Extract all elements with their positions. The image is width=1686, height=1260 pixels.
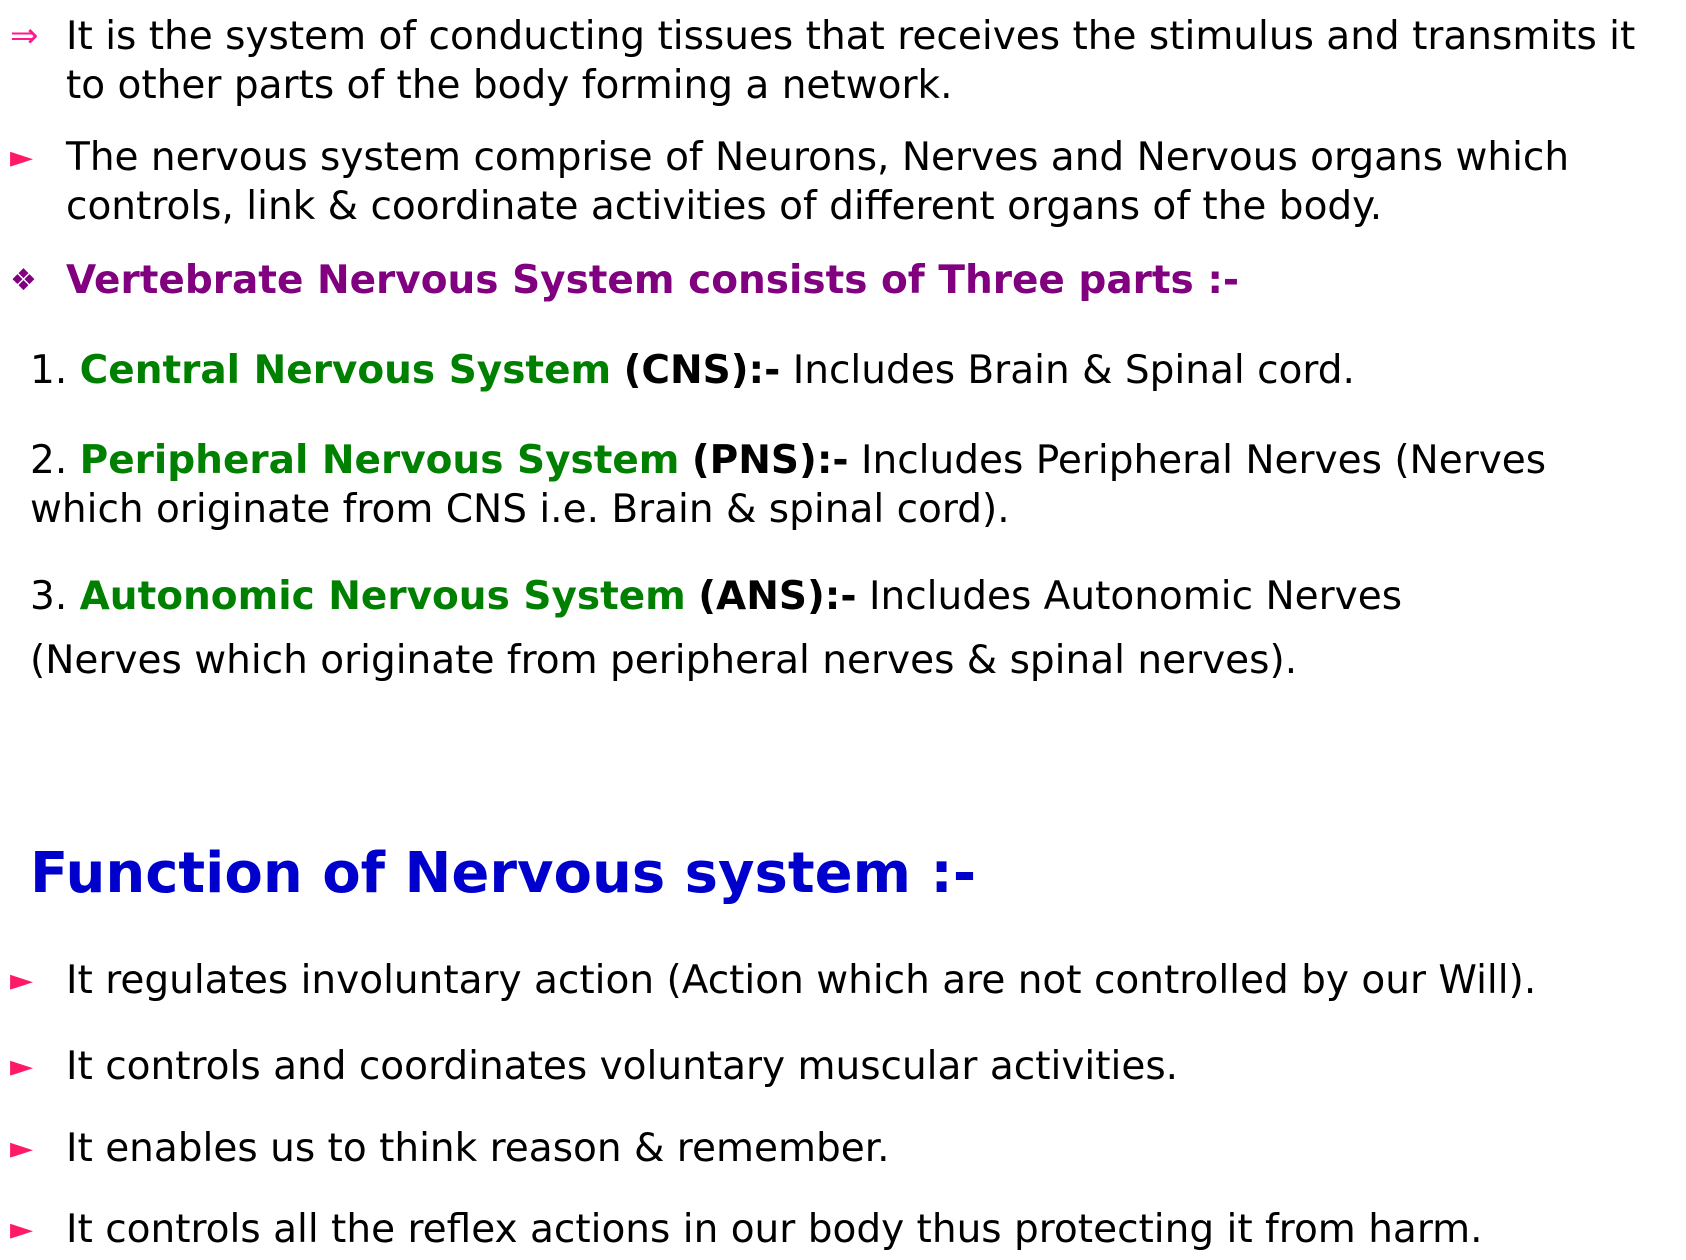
intro-text: It is the system of conducting tissues t… (66, 14, 1636, 108)
function-text: It controls all the reflex actions in ou… (66, 1207, 1483, 1252)
part-number: 3. (30, 574, 68, 619)
part-item-ans-continued: (Nerves which originate from peripheral … (30, 636, 1670, 685)
functions-heading: Function of Nervous system :- (30, 841, 977, 906)
part-description: Includes Autonomic Nerves (868, 574, 1403, 619)
part-name: Peripheral Nervous System (79, 438, 680, 483)
part-abbr: (CNS):- (623, 348, 781, 393)
triangle-bullet-icon: ► (10, 1131, 34, 1166)
intro-text: The nervous system comprise of Neurons, … (66, 135, 1570, 229)
function-text: It controls and coordinates voluntary mu… (66, 1044, 1179, 1089)
intro-item-definition: ⇒ It is the system of conducting tissues… (10, 12, 1670, 110)
part-number: 1. (30, 348, 68, 393)
triangle-bullet-icon: ► (10, 140, 34, 175)
part-name: Central Nervous System (79, 348, 612, 393)
function-item: ► It controls and coordinates voluntary … (10, 1042, 1670, 1091)
diamond-bullet-icon: ❖ (10, 263, 37, 298)
part-abbr: (PNS):- (691, 438, 849, 483)
part-item-cns: 1. Central Nervous System (CNS):- Includ… (30, 346, 1670, 395)
part-description: Includes Brain & Spinal cord. (792, 348, 1355, 393)
intro-item-composition: ► The nervous system comprise of Neurons… (10, 133, 1670, 231)
function-text: It regulates involuntary action (Action … (66, 958, 1537, 1003)
part-name: Autonomic Nervous System (79, 574, 686, 619)
part-number: 2. (30, 438, 68, 483)
function-item: ► It regulates involuntary action (Actio… (10, 956, 1670, 1005)
triangle-bullet-icon: ► (10, 1049, 34, 1084)
double-arrow-icon: ⇒ (10, 16, 39, 56)
part-description-line2: (Nerves which originate from peripheral … (30, 638, 1298, 683)
part-item-ans: 3. Autonomic Nervous System (ANS):- Incl… (30, 572, 1670, 621)
parts-subheading: ❖ Vertebrate Nervous System consists of … (10, 256, 1670, 305)
part-item-pns: 2. Peripheral Nervous System (PNS):- Inc… (30, 436, 1670, 534)
part-abbr: (ANS):- (698, 574, 857, 619)
subheading-text: Vertebrate Nervous System consists of Th… (66, 258, 1240, 303)
triangle-bullet-icon: ► (10, 963, 34, 998)
function-item: ► It controls all the reflex actions in … (10, 1205, 1670, 1254)
part-description: Includes Peripheral Nerves (Nerves which… (30, 438, 1547, 532)
function-text: It enables us to think reason & remember… (66, 1126, 890, 1171)
triangle-bullet-icon: ► (10, 1212, 34, 1247)
function-item: ► It enables us to think reason & rememb… (10, 1124, 1670, 1173)
